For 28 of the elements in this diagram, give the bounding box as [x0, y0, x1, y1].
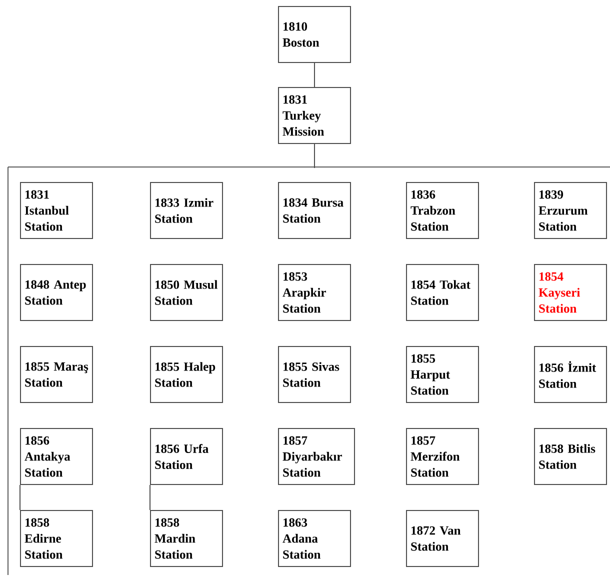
station-box: 1856 İzmit Station [534, 346, 607, 403]
station-box: 1810 Boston [278, 6, 351, 63]
station-box: 1858 Mardin Station [150, 510, 223, 567]
station-box: 1855 Halep Station [150, 346, 223, 403]
station-box: 1857 Diyarbakır Station [278, 428, 355, 485]
station-box: 1854 Kayseri Station [534, 264, 607, 321]
station-box: 1831 Turkey Mission [278, 87, 351, 144]
station-box: 1855 Harput Station [406, 346, 479, 403]
station-box: 1856 Urfa Station [150, 428, 223, 485]
station-box: 1853 Arapkir Station [278, 264, 351, 321]
station-box: 1855 Maraş Station [20, 346, 93, 403]
station-box: 1858 Bitlis Station [534, 428, 607, 485]
station-box: 1834 Bursa Station [278, 182, 351, 239]
connector-line [314, 144, 315, 168]
station-box: 1857 Merzifon Station [406, 428, 479, 485]
station-box: 1836 Trabzon Station [406, 182, 479, 239]
station-box: 1863 Adana Station [278, 510, 351, 567]
connector-line [314, 62, 315, 88]
station-box: 1855 Sivas Station [278, 346, 351, 403]
station-box: 1858 Edirne Station [20, 510, 93, 567]
station-box: 1854 Tokat Station [406, 264, 479, 321]
station-box: 1848 Antep Station [20, 264, 93, 321]
station-box: 1831 Istanbul Station [20, 182, 93, 239]
station-box: 1872 Van Station [406, 510, 479, 567]
station-box: 1856 Antakya Station [20, 428, 93, 485]
station-box: 1839 Erzurum Station [534, 182, 607, 239]
station-box: 1833 Izmir Station [150, 182, 223, 239]
station-box: 1850 Musul Station [150, 264, 223, 321]
